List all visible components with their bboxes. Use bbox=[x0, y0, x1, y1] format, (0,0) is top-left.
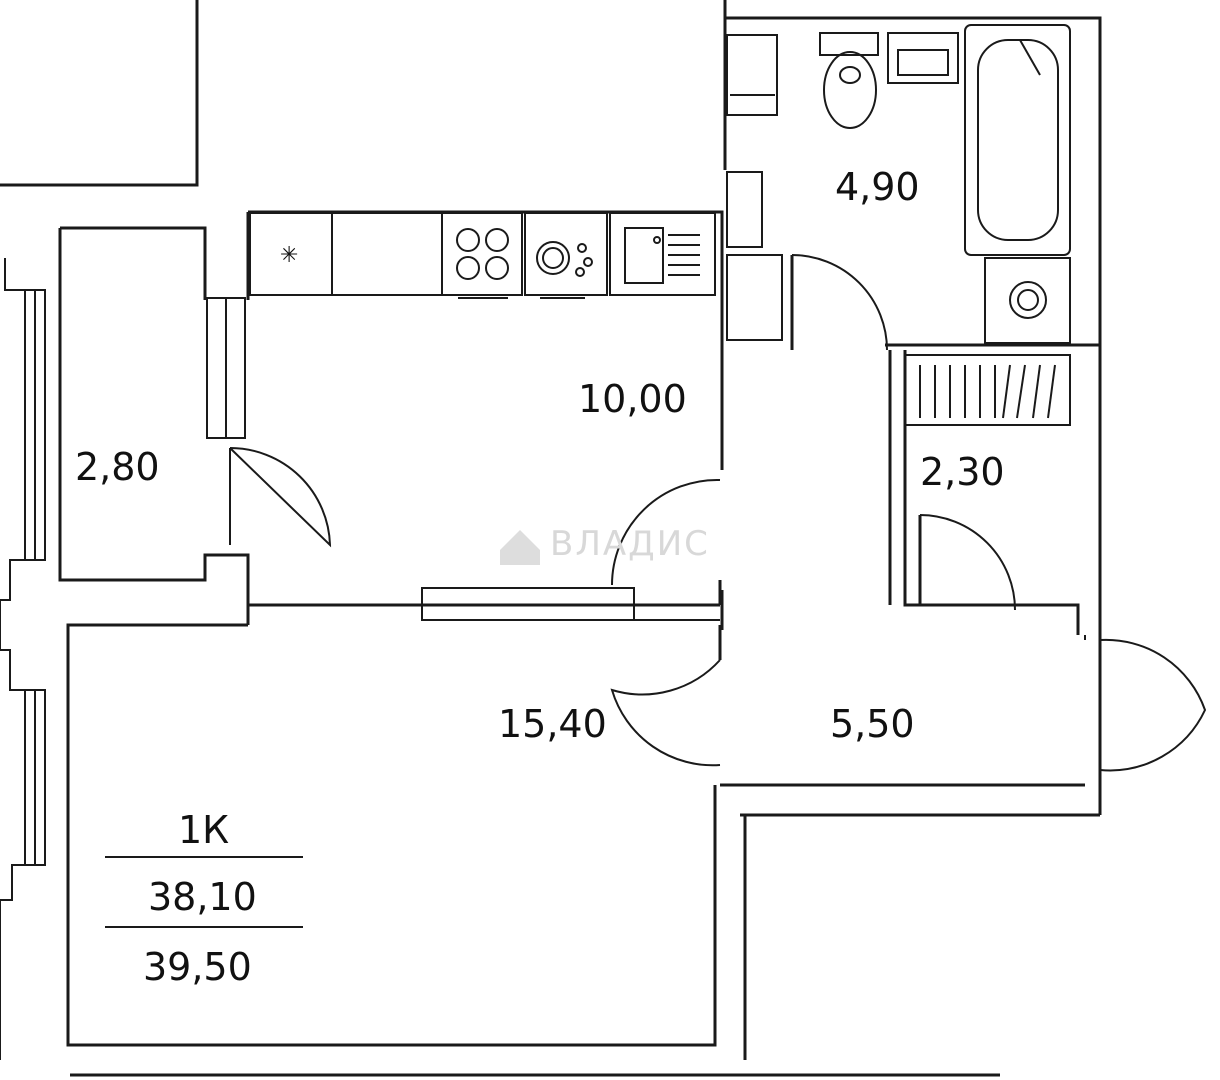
wardrobe bbox=[904, 354, 1071, 426]
bathroom bbox=[723, 18, 1100, 351]
watermark: ВЛАДИС bbox=[500, 524, 710, 565]
washing-machine bbox=[984, 257, 1071, 344]
exterior-walls bbox=[0, 0, 1102, 1077]
hall-doors bbox=[610, 478, 1207, 772]
storage-area-label: 2,30 bbox=[920, 450, 1005, 494]
house-logo-icon bbox=[500, 530, 540, 565]
kitchen-area-label: 10,00 bbox=[578, 377, 687, 421]
storage bbox=[888, 350, 1080, 635]
sink bbox=[887, 32, 959, 84]
cabinet bbox=[726, 34, 778, 116]
toilet-tank bbox=[819, 32, 879, 56]
balcony-area-label: 2,80 bbox=[75, 445, 160, 489]
total-with-balcony-label: 39,50 bbox=[143, 945, 252, 989]
stove bbox=[441, 212, 523, 296]
counter bbox=[331, 212, 443, 296]
watermark-text: ВЛАДИС bbox=[550, 524, 710, 564]
apartment-type-label: 1К bbox=[178, 808, 229, 852]
summary-block bbox=[105, 856, 303, 928]
hall-area-label: 5,50 bbox=[830, 702, 915, 746]
toilet bbox=[823, 51, 877, 129]
kitchen: ✳ bbox=[229, 210, 724, 548]
bathroom-area-label: 4,90 bbox=[835, 165, 920, 209]
snowflake-icon: ✳ bbox=[280, 243, 298, 268]
dishwasher bbox=[524, 212, 608, 296]
partition bbox=[248, 580, 722, 660]
kitchen-sink bbox=[609, 212, 716, 296]
total-area-label: 38,10 bbox=[148, 875, 257, 919]
living-area-label: 15,40 bbox=[498, 702, 607, 746]
bathtub bbox=[964, 24, 1071, 256]
balcony bbox=[0, 226, 250, 1060]
